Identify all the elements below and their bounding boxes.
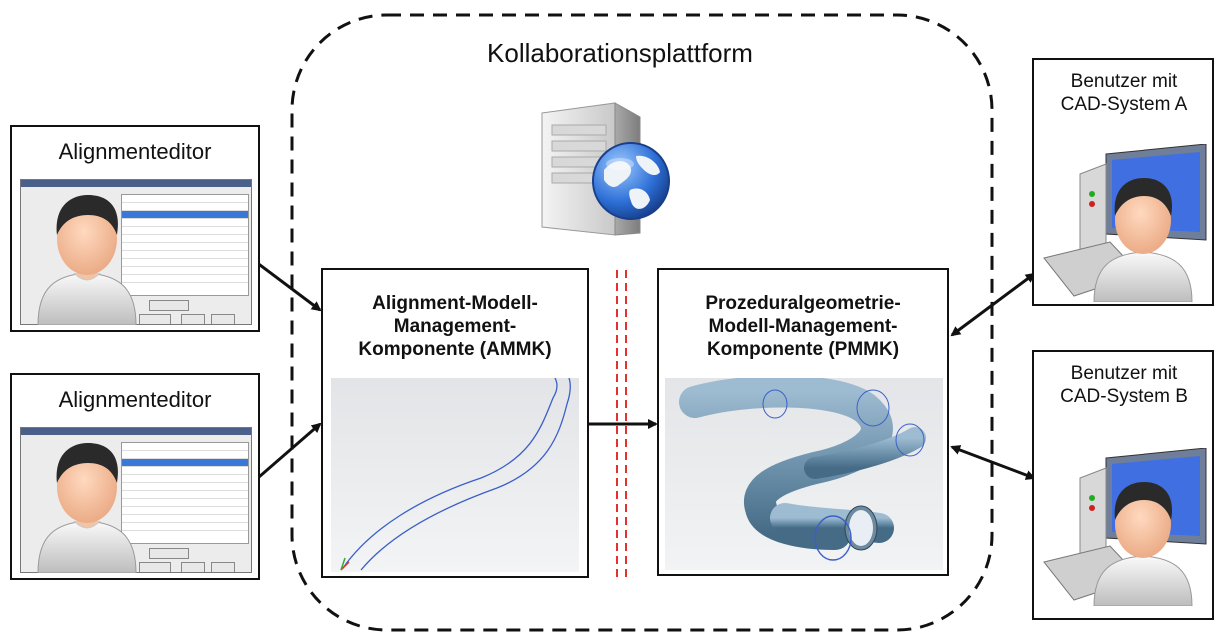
pmmk-title: Prozeduralgeometrie- Modell-Management- … [705, 293, 901, 361]
ammk-component: Alignment-Modell- Management- Komponente… [321, 268, 589, 578]
pmmk-component: Prozeduralgeometrie- Modell-Management- … [657, 268, 949, 576]
editor-screenshot-1 [20, 179, 252, 325]
person-icon [1088, 170, 1198, 302]
person-icon [1088, 474, 1198, 606]
arrow-pmmk-userB [950, 445, 1036, 480]
globe-icon [590, 140, 672, 222]
person-icon [32, 187, 142, 325]
person-icon [32, 435, 142, 573]
pipe-geometry-view [665, 378, 943, 570]
arrow-pmmk-userA [950, 272, 1036, 337]
user-title-a: Benutzer mit CAD-System A [1060, 71, 1188, 116]
user-box-a: Benutzer mit CAD-System A [1032, 58, 1214, 306]
platform-boundary [290, 13, 994, 632]
ammk-title: Alignment-Modell- Management- Komponente… [358, 293, 552, 361]
alignment-view [331, 378, 579, 572]
editor-box-1: Alignmenteditor [10, 125, 260, 332]
platform-title: Kollaborationsplattform [487, 38, 753, 68]
editor-title-1: Alignmenteditor [58, 139, 212, 164]
editor-title-2: Alignmenteditor [58, 387, 212, 412]
editor-box-2: Alignmenteditor [10, 373, 260, 580]
user-box-b: Benutzer mit CAD-System B [1032, 350, 1214, 620]
user-title-b: Benutzer mit CAD-System B [1060, 363, 1188, 408]
